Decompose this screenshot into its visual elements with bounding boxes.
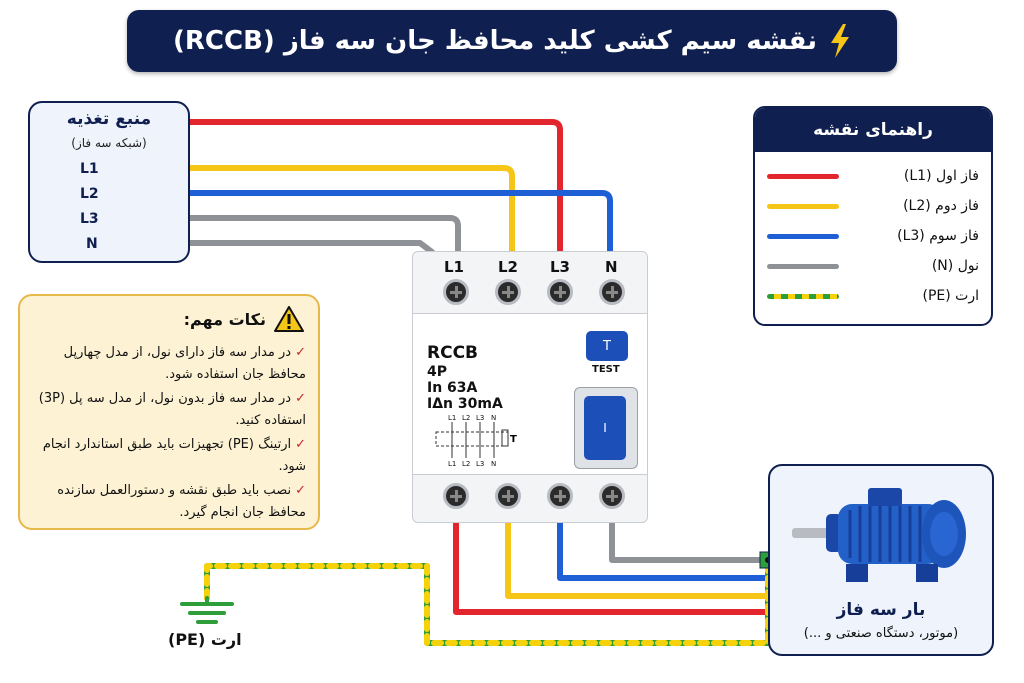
supply-line-n: N — [86, 236, 98, 252]
legend-box: راهنمای نقشه فاز اول (L1) فاز دوم (L2) ف… — [753, 106, 993, 326]
schematic-top-n: N — [491, 414, 496, 422]
wire-l3-out — [557, 517, 771, 581]
check-icon: ✓ — [295, 345, 306, 360]
schematic-top-l2: L2 — [462, 414, 470, 422]
check-icon: ✓ — [295, 483, 306, 498]
check-icon: ✓ — [295, 391, 306, 406]
schematic-bottom-l1: L1 — [448, 460, 456, 468]
check-icon: ✓ — [295, 437, 306, 452]
terminal-label-l1: L1 — [444, 258, 464, 276]
supply-subtitle: (شبکه سه فاز) — [71, 136, 147, 150]
rccb-schematic: L1 L2 L3 N L1 L2 L3 N T — [435, 414, 517, 468]
schematic-bottom-l2: L2 — [462, 460, 470, 468]
note-text: ارتینگ (PE) تجهیزات باید طبق استاندارد ا… — [42, 437, 306, 474]
supply-line-l2: L2 — [80, 186, 99, 202]
wire-l3-in — [115, 190, 613, 261]
schematic-t: T — [510, 434, 517, 445]
wire-pe — [204, 559, 771, 646]
legend-item: ارت (PE) — [767, 284, 979, 308]
legend-item: فاز اول (L1) — [767, 164, 979, 188]
rccb-poles: 4P — [427, 364, 448, 380]
schematic-bottom-n: N — [491, 460, 496, 468]
legend-label: ارت (PE) — [922, 288, 979, 304]
notes-title: نکات مهم: — [183, 309, 266, 329]
screw-terminal-icon — [443, 279, 469, 305]
legend-swatch-pe — [767, 293, 839, 299]
page-title: نقشه سیم کشی کلید محافظ جان سه فاز (RCCB… — [173, 26, 817, 56]
warning-icon — [274, 306, 304, 332]
legend-title: راهنمای نقشه — [755, 108, 991, 152]
wire-l2-in — [115, 165, 515, 261]
schematic-bottom-l3: L3 — [476, 460, 484, 468]
note-item: ✓نصب باید طبق نقشه و دستورالعمل سازنده م… — [34, 480, 306, 524]
legend-swatch-l3 — [767, 233, 839, 239]
test-button[interactable]: T — [586, 331, 628, 361]
note-text: نصب باید طبق نقشه و دستورالعمل سازنده مح… — [57, 483, 306, 520]
wire-l1-in — [187, 119, 563, 261]
earth-label: ارت (PE) — [168, 630, 242, 649]
legend-swatch-l2 — [767, 203, 839, 209]
motor-icon — [792, 488, 966, 582]
wire-n-out — [609, 517, 771, 563]
power-supply-box: منبع تغذیه (شبکه سه فاز) L1 L2 L3 N — [28, 101, 190, 263]
supply-line-l1: L1 — [80, 161, 99, 177]
screw-terminal-icon — [443, 483, 469, 509]
screw-terminal-icon — [547, 279, 573, 305]
legend-label: نول (N) — [931, 258, 979, 274]
rccb-rating: In 63A — [427, 380, 478, 396]
screw-terminal-icon — [599, 279, 625, 305]
wire-l1-out — [453, 517, 771, 615]
title-banner: نقشه سیم کشی کلید محافظ جان سه فاز (RCCB… — [127, 10, 897, 72]
note-text: در مدار سه فاز بدون نول، از مدل سه پل (3… — [38, 391, 306, 428]
terminal-label-l2: L2 — [498, 258, 518, 276]
schematic-top-l3: L3 — [476, 414, 484, 422]
load-title: بار سه فاز — [836, 600, 926, 620]
screw-terminal-icon — [495, 483, 521, 509]
note-text: در مدار سه فاز دارای نول، از مدل چهارپل … — [63, 345, 306, 382]
legend-label: فاز اول (L1) — [903, 168, 979, 184]
wire-l2-out — [505, 517, 771, 599]
rccb-lever-toggle[interactable]: I — [584, 396, 626, 460]
note-item: ✓در مدار سه فاز بدون نول، از مدل سه پل (… — [34, 388, 306, 432]
rccb-sensitivity: IΔn 30mA — [427, 396, 503, 412]
supply-title: منبع تغذیه — [66, 109, 152, 129]
notes-box: نکات مهم: ✓در مدار سه فاز دارای نول، از … — [18, 294, 320, 530]
legend-swatch-l1 — [767, 173, 839, 179]
legend-item: فاز سوم (L3) — [767, 224, 979, 248]
screw-terminal-icon — [547, 483, 573, 509]
legend-label: فاز دوم (L2) — [903, 198, 979, 214]
screw-terminal-icon — [599, 483, 625, 509]
lightning-icon — [830, 24, 849, 58]
schematic-top-l1: L1 — [448, 414, 456, 422]
screw-terminal-icon — [495, 279, 521, 305]
legend-swatch-n — [767, 263, 839, 269]
supply-line-l3: L3 — [80, 211, 99, 227]
terminal-label-l3: L3 — [550, 258, 570, 276]
earth-symbol-icon — [180, 596, 234, 624]
load-box: بار سه فاز (موتور، دستگاه صنعتی و ...) — [768, 464, 994, 656]
notes-header: نکات مهم: — [184, 306, 304, 332]
note-item: ✓ارتینگ (PE) تجهیزات باید طبق استاندارد … — [34, 434, 306, 478]
terminal-label-n: N — [605, 258, 618, 276]
note-item: ✓در مدار سه فاز دارای نول، از مدل چهارپل… — [34, 342, 306, 386]
legend-item: فاز دوم (L2) — [767, 194, 979, 218]
test-label: TEST — [592, 364, 620, 375]
legend-item: نول (N) — [767, 254, 979, 278]
rccb-name: RCCB — [427, 343, 478, 363]
legend-label: فاز سوم (L3) — [897, 228, 979, 244]
wire-n-in — [115, 215, 461, 261]
load-subtitle: (موتور، دستگاه صنعتی و ...) — [803, 626, 959, 641]
